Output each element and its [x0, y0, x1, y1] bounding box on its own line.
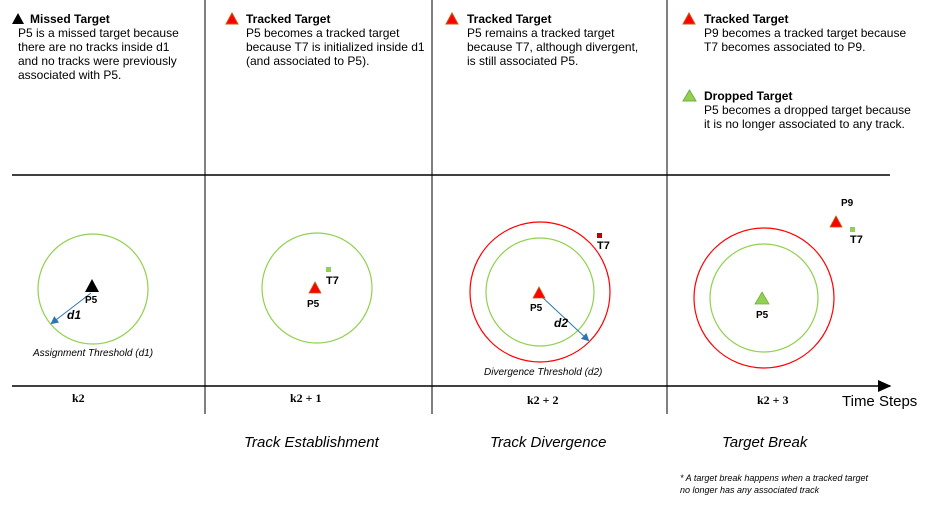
tracked-target-icon [682, 12, 696, 25]
tracked-target-marker [532, 286, 546, 299]
desc-line: associated with P5. [18, 68, 122, 82]
desc-line: P5 becomes a tracked target [246, 26, 400, 40]
desc-line: (and associated to P5). [246, 54, 370, 68]
desc-line: it is no longer associated to any track. [704, 117, 905, 131]
dropped-target-marker [754, 291, 770, 305]
assignment-threshold-circle [37, 233, 149, 345]
t7-label: T7 [326, 275, 339, 287]
track-t7-marker [850, 227, 855, 232]
t7-label: T7 [597, 240, 610, 252]
track-t7-divergent-marker [597, 233, 602, 238]
tracked-target-title: Tracked Target [246, 12, 331, 26]
tracked-target-desc: P5 remains a tracked target because T7, … [467, 26, 660, 68]
desc-line: and no tracks were previously [18, 54, 177, 68]
panel-missed-target: Missed Target P5 is a missed target beca… [12, 12, 200, 82]
panel-tracked-target-1: Tracked Target P5 becomes a tracked targ… [225, 12, 430, 68]
d1-label: d1 [67, 308, 81, 322]
footnote: * A target break happens when a tracked … [680, 472, 920, 496]
p5-label: P5 [756, 310, 769, 321]
tracked-target-marker [829, 215, 843, 228]
missed-target-icon [12, 13, 24, 24]
t7-label: T7 [850, 234, 863, 246]
phase-track-establishment: Track Establishment [244, 434, 379, 451]
dropped-target-title: Dropped Target [704, 89, 793, 103]
desc-line: P5 is a missed target because [18, 26, 179, 40]
dropped-target-desc: P5 becomes a dropped target because it i… [704, 103, 917, 131]
tracked-target-title: Tracked Target [704, 12, 789, 26]
tracked-target-icon [225, 12, 239, 25]
assignment-threshold-circle [261, 232, 373, 344]
desc-line: because T7 is initialized inside d1 [246, 40, 425, 54]
time-step-k2-plus-2: k2 + 2 [527, 393, 559, 407]
desc-line: P9 becomes a tracked target because [704, 26, 907, 40]
d2-arrow [540, 295, 590, 342]
panel-tracked-target-2: Tracked Target P5 remains a tracked targ… [445, 12, 660, 68]
divergence-threshold-circle [469, 221, 611, 363]
d1-arrow [50, 292, 92, 325]
desc-line: T7 becomes associated to P9. [704, 40, 866, 54]
time-step-k2-plus-1: k2 + 1 [290, 391, 322, 405]
missed-target-desc: P5 is a missed target because there are … [18, 26, 200, 82]
footnote-line: no longer has any associated track [680, 485, 820, 495]
divergence-threshold-label: Divergence Threshold (d2) [484, 367, 602, 378]
phase-track-divergence: Track Divergence [490, 434, 607, 451]
panel-dropped-target: Dropped Target P5 becomes a dropped targ… [682, 89, 917, 131]
desc-line: is still associated P5. [467, 54, 579, 68]
desc-line: P5 remains a tracked target [467, 26, 615, 40]
desc-line: there are no tracks inside d1 [18, 40, 170, 54]
dropped-target-icon [682, 89, 697, 102]
p5-label: P5 [307, 299, 320, 310]
p9-label: P9 [841, 198, 854, 209]
time-step-k2-plus-3: k2 + 3 [757, 393, 789, 407]
assignment-threshold-circle [709, 243, 819, 353]
phase-target-break: Target Break [722, 434, 808, 451]
desc-line: P5 becomes a dropped target because [704, 103, 911, 117]
footnote-line: * A target break happens when a tracked … [680, 473, 868, 483]
divergence-threshold-circle [693, 227, 835, 369]
p5-label: P5 [85, 295, 98, 306]
assignment-threshold-circle [485, 237, 595, 347]
assignment-threshold-label: Assignment Threshold (d1) [32, 348, 153, 359]
panel-tracked-target-3: Tracked Target P9 becomes a tracked targ… [682, 12, 917, 54]
missed-target-marker [85, 279, 99, 292]
time-step-k2: k2 [72, 391, 85, 405]
tracked-target-desc: P5 becomes a tracked target because T7 i… [246, 26, 430, 68]
tracked-target-desc: P9 becomes a tracked target because T7 b… [704, 26, 917, 54]
missed-target-title: Missed Target [30, 12, 110, 26]
p5-label: P5 [530, 303, 543, 314]
tracked-target-icon [445, 12, 459, 25]
time-steps-axis-label: Time Steps [842, 393, 918, 410]
d2-label: d2 [554, 316, 568, 330]
track-t7-marker [326, 267, 331, 272]
desc-line: because T7, although divergent, [467, 40, 639, 54]
tracked-target-marker [308, 281, 322, 294]
tracked-target-title: Tracked Target [467, 12, 552, 26]
